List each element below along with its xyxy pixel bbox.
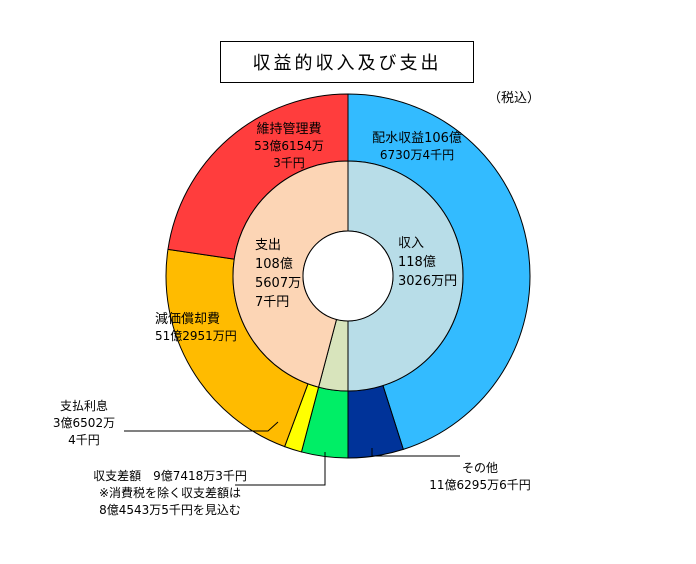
label-iji-line2: 53億6154万: [254, 139, 324, 153]
label-shishutsu-line2: 108億: [255, 257, 293, 272]
label-shiharai-line3: 4千円: [68, 433, 100, 447]
label-shushi-line1: 収支差額 9億7418万3千円: [93, 469, 247, 483]
label-haisui-line2: 6730万4千円: [379, 148, 455, 162]
label-haisui: 配水収益106億 6730万4千円: [362, 130, 472, 164]
label-shushi-line2: ※消費税を除く収支差額は: [98, 486, 242, 500]
label-genka: 減価償却費 51億2951万円: [155, 311, 237, 345]
label-genka-line1: 減価償却費: [155, 312, 221, 327]
label-shishutsu-line1: 支出: [255, 238, 282, 253]
label-shushi: 収支差額 9億7418万3千円 ※消費税を除く収支差額は 8億4543万5千円を…: [75, 468, 265, 519]
label-shiharai-line1: 支払利息: [59, 399, 108, 413]
label-genka-line2: 51億2951万円: [155, 329, 237, 343]
label-shushi-line3: 8億4543万5千円を見込む: [99, 503, 241, 517]
label-shunyu-line1: 収入: [398, 236, 425, 251]
label-shishutsu-line4: 7千円: [255, 295, 290, 310]
center-hole: [302, 230, 394, 322]
label-iji-line1: 維持管理費: [256, 122, 322, 137]
inner-ring: [232, 160, 464, 392]
label-shunyu-line3: 3026万円: [398, 274, 458, 289]
leader-shiharai: [124, 421, 279, 432]
label-shunyu: 収入 118億 3026万円: [398, 234, 457, 291]
label-shiharai-line2: 3億6502万: [52, 416, 116, 430]
leader-sonota: [371, 448, 460, 457]
label-iji-line3: 3千円: [273, 156, 305, 170]
label-iji: 維持管理費 53億6154万 3千円: [234, 121, 344, 172]
label-shiharai: 支払利息 3億6502万 4千円: [44, 398, 124, 449]
label-shishutsu: 支出 108億 5607万 7千円: [255, 236, 301, 312]
label-sonota-line1: その他: [461, 461, 498, 475]
chart-title: 収益的収入及び支出: [220, 41, 474, 83]
leader-shushi: [235, 452, 326, 486]
outer-ring: [165, 93, 531, 459]
label-sonota-line2: 11億6295万6千円: [429, 478, 531, 492]
label-shishutsu-line3: 5607万: [255, 276, 302, 291]
label-shunyu-line2: 118億: [398, 255, 436, 270]
leader-lines: [124, 421, 460, 486]
label-haisui-line1: 配水収益106億: [372, 131, 462, 146]
tax-note: （税込）: [488, 91, 541, 106]
label-sonota: その他 11億6295万6千円: [421, 460, 539, 494]
